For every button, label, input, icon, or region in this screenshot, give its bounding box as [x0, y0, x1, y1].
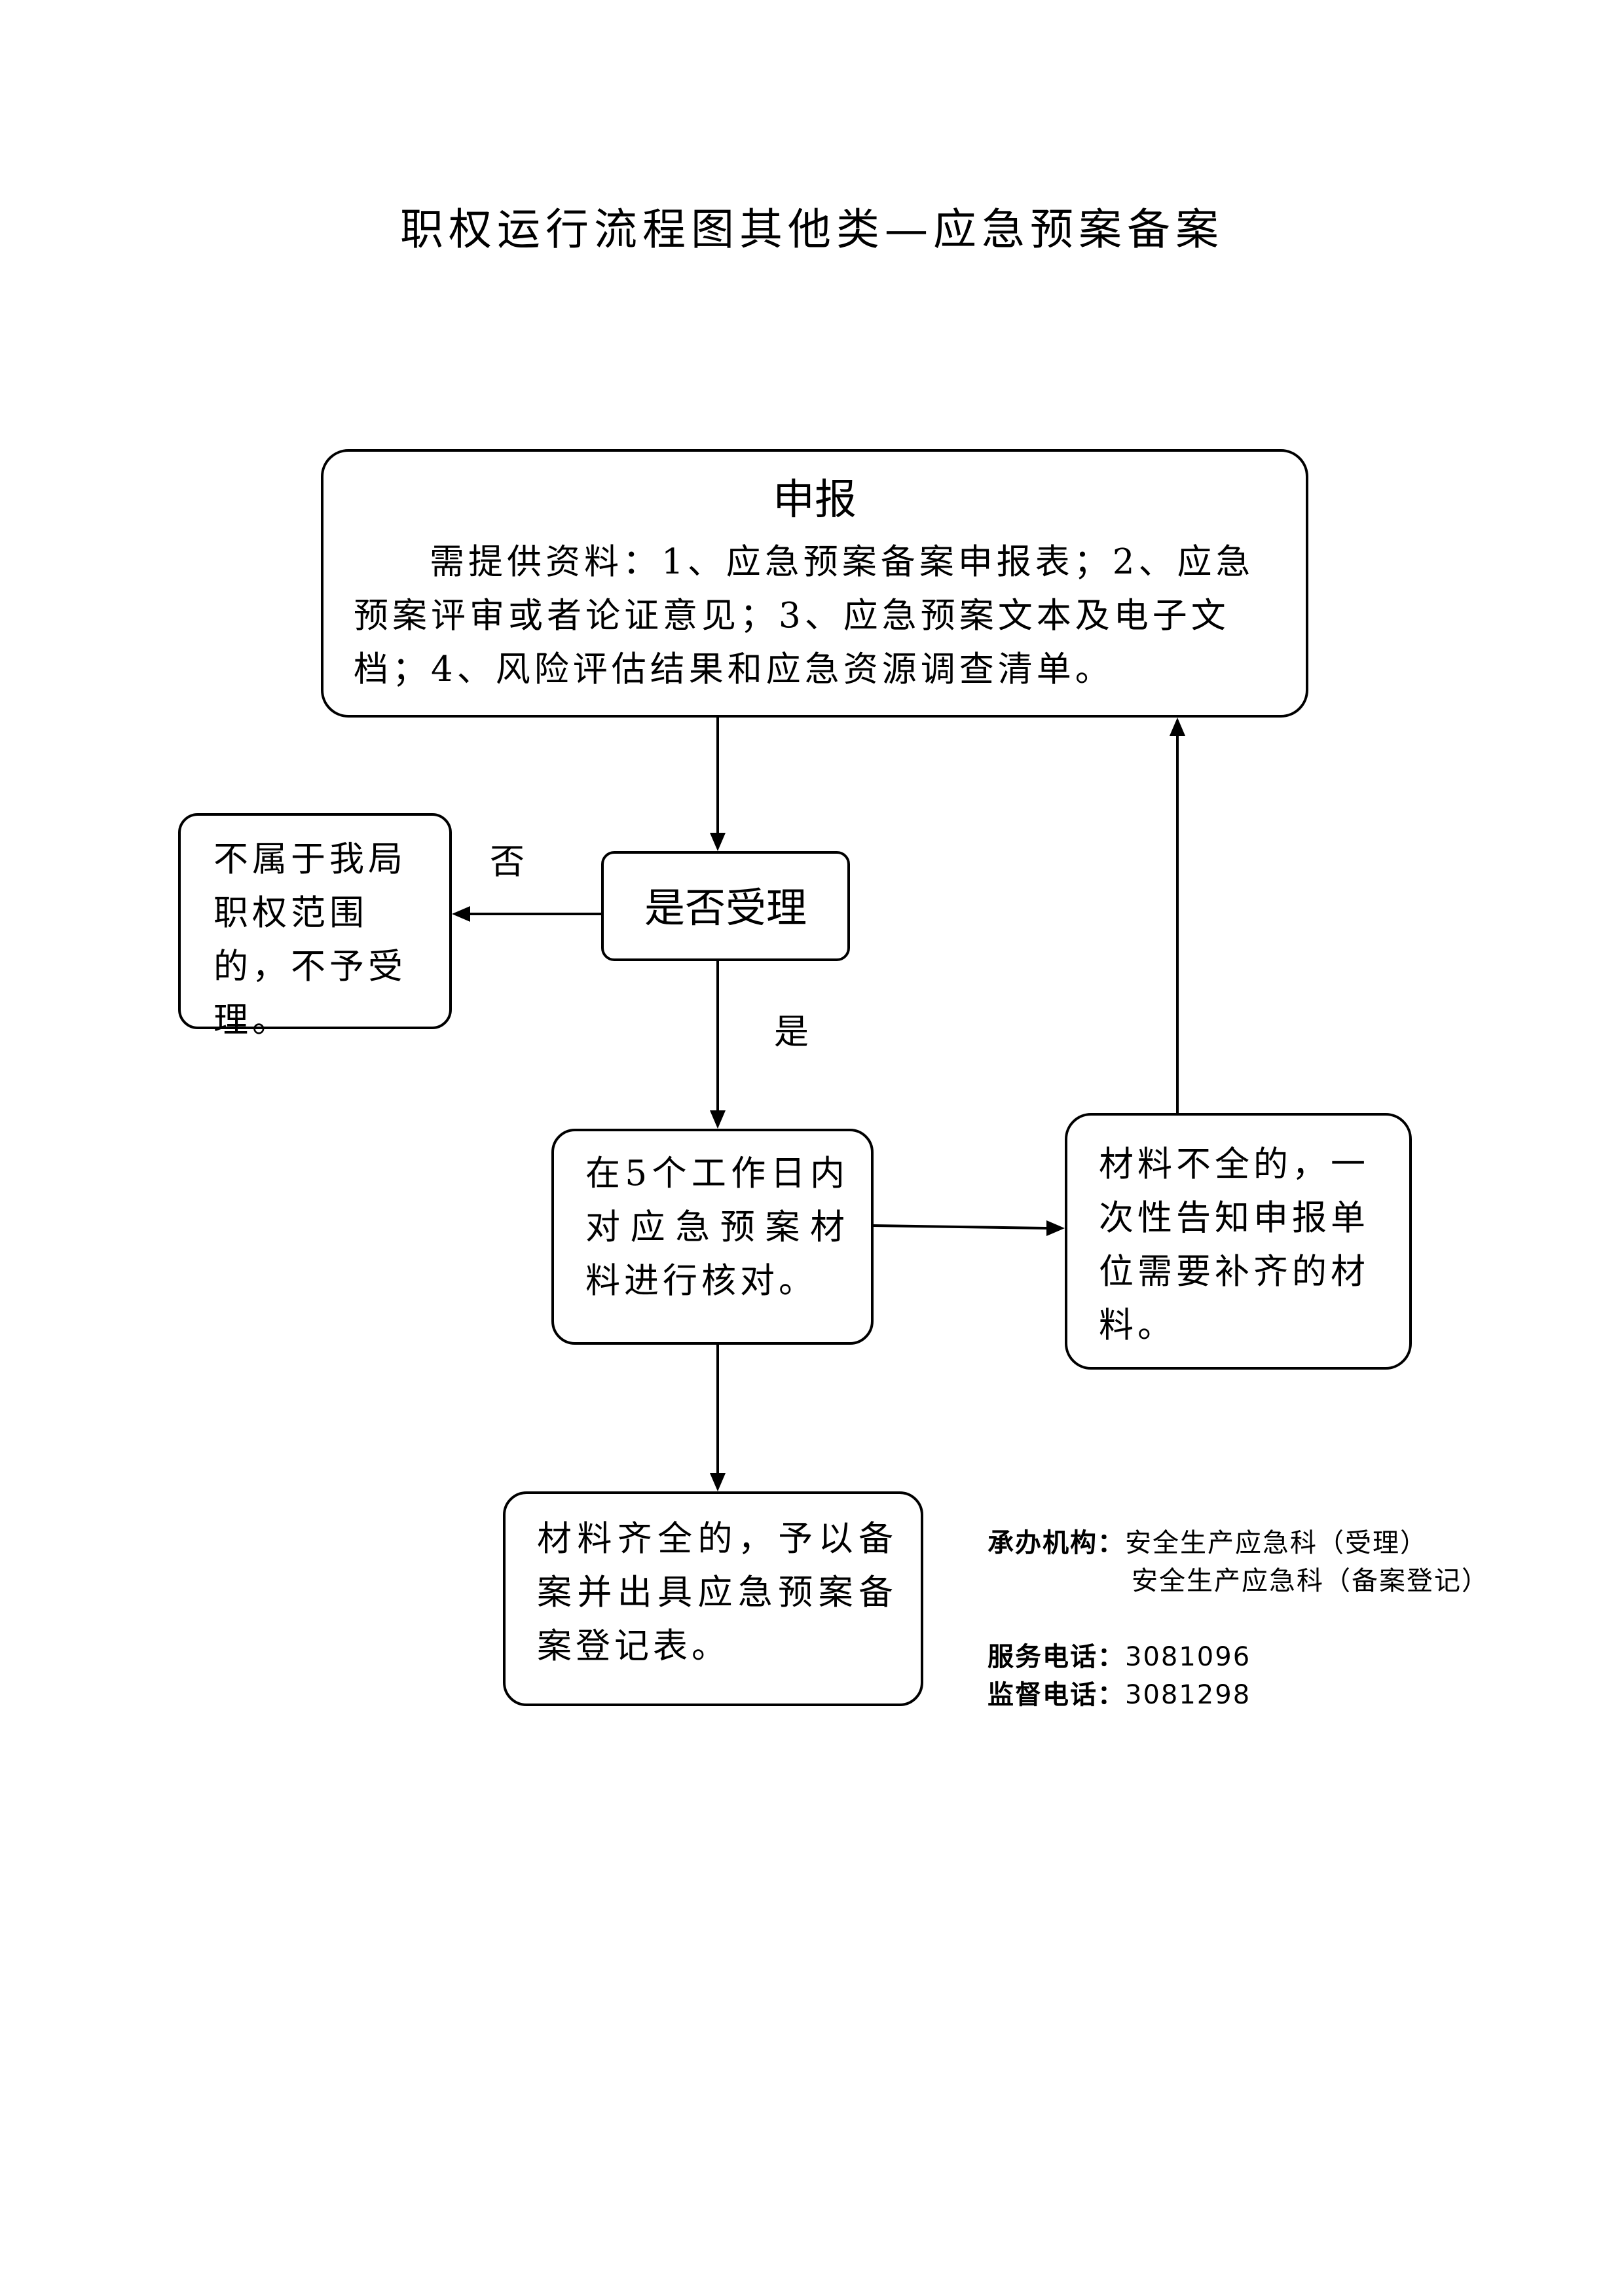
arrowhead-decision-to-reject: [452, 906, 470, 922]
info-service-phone: 服务电话：3081096: [987, 1638, 1251, 1676]
node-reject-text: 不属于我局职权范围的，不予受理。: [213, 839, 407, 1040]
node-complete: 材料齐全的，予以备案并出具应急预案备案登记表。: [503, 1491, 923, 1706]
info-org-line2: 安全生产应急科（备案登记）: [1132, 1566, 1489, 1596]
node-decision: 是否受理: [601, 851, 850, 961]
edge-label-no: 否: [490, 842, 525, 882]
info-org-label: 承办机构：: [987, 1528, 1125, 1558]
node-incomplete-text: 材料不全的，一次性告知申报单位需要补齐的材料。: [1099, 1144, 1369, 1345]
info-supervise-value: 3081298: [1125, 1680, 1251, 1710]
node-apply: 申报 需提供资料：1、应急预案备案申报表；2、应急预案评审或者论证意见；3、应急…: [321, 449, 1308, 718]
arrowhead-incomplete-to-apply: [1170, 718, 1185, 736]
node-reject: 不属于我局职权范围的，不予受理。: [178, 813, 452, 1040]
arrowhead-check-to-complete: [710, 1473, 726, 1491]
info-org: 承办机构：安全生产应急科（受理）: [987, 1524, 1428, 1562]
arrow-check-to-incomplete: [873, 1224, 1047, 1230]
info-org-line1: 安全生产应急科（受理）: [1125, 1528, 1428, 1558]
node-check-text: 在5个工作日内对应急预案材料进行核对。: [585, 1154, 849, 1301]
edge-label-yes: 是: [774, 1012, 809, 1052]
node-apply-text: 需提供资料：1、应急预案备案申报表；2、应急预案评审或者论证意见；3、应急预案文…: [354, 542, 1255, 689]
node-incomplete: 材料不全的，一次性告知申报单位需要补齐的材料。: [1065, 1113, 1412, 1370]
arrowhead-check-to-incomplete: [1046, 1220, 1065, 1236]
node-apply-heading: 申报: [773, 476, 857, 524]
node-complete-text: 材料齐全的，予以备案并出具应急预案备案登记表。: [537, 1519, 897, 1666]
node-decision-heading: 是否受理: [644, 884, 807, 932]
node-check: 在5个工作日内对应急预案材料进行核对。: [551, 1129, 874, 1345]
info-supervise-phone: 监督电话：3081298: [987, 1676, 1251, 1714]
info-supervise-label: 监督电话：: [987, 1680, 1125, 1710]
page-title: 职权运行流程图其他类—应急预案备案: [400, 204, 1224, 255]
arrowhead-apply-to-decision: [710, 833, 726, 851]
info-service-value: 3081096: [1125, 1642, 1251, 1672]
info-service-label: 服务电话：: [987, 1642, 1125, 1672]
arrowhead-decision-to-check: [710, 1110, 726, 1129]
